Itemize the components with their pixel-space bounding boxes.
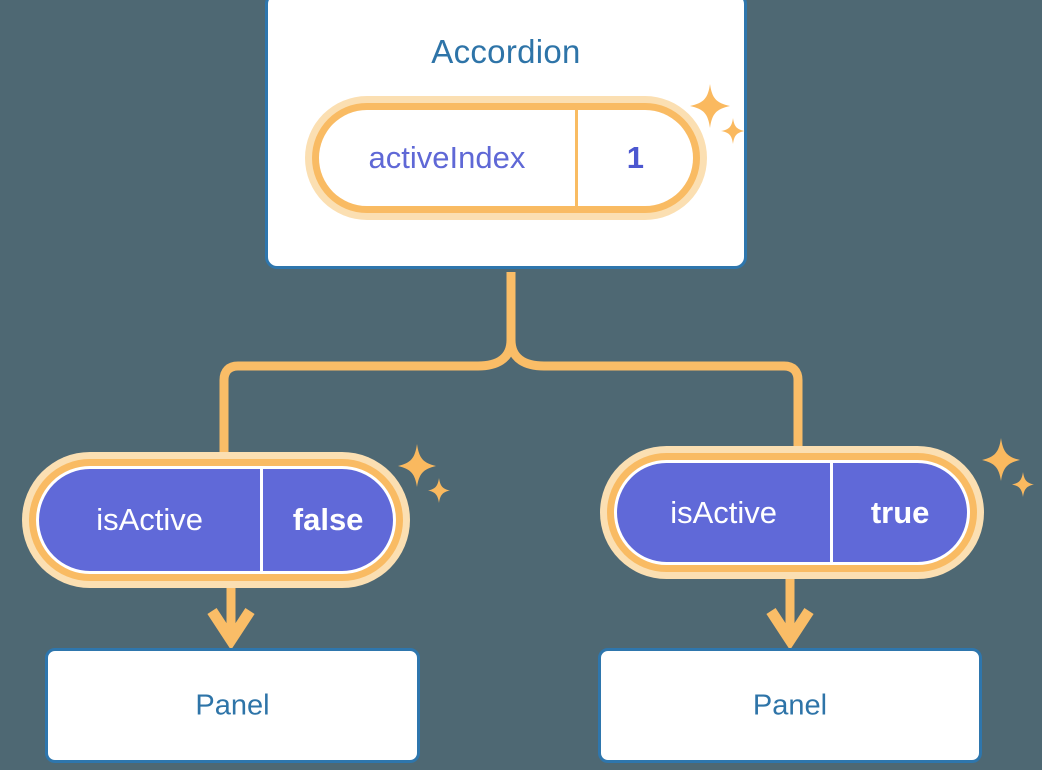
state-pill-is-active-true[interactable]: isActive true [600,446,984,579]
panel-title: Panel [752,689,828,721]
pill-body: activeIndex 1 [319,110,693,206]
state-pill-is-active-false[interactable]: isActive false [22,452,410,588]
connector-branch-right [506,339,803,446]
arrow-right [766,579,814,651]
sparkle-icon [982,438,1034,497]
pill-divider [830,463,834,562]
pill-body: isActive true [614,460,970,565]
panel-card-right[interactable]: Panel [598,648,982,763]
pill-body: isActive false [36,466,396,574]
connector-branch-left [219,339,516,452]
state-value: 1 [626,140,644,175]
state-pill-active-index[interactable]: activeIndex 1 [305,96,707,220]
pill-divider [574,110,578,206]
panel-card-left[interactable]: Panel [45,648,420,763]
pill-divider [260,469,264,571]
state-key: activeIndex [368,140,526,175]
accordion-title: Accordion [431,33,581,70]
state-value: true [870,494,930,530]
state-key: isActive [670,494,778,530]
arrow-left [207,588,255,651]
state-value: false [292,502,364,537]
panel-title: Panel [195,689,270,721]
state-key: isActive [96,502,204,537]
